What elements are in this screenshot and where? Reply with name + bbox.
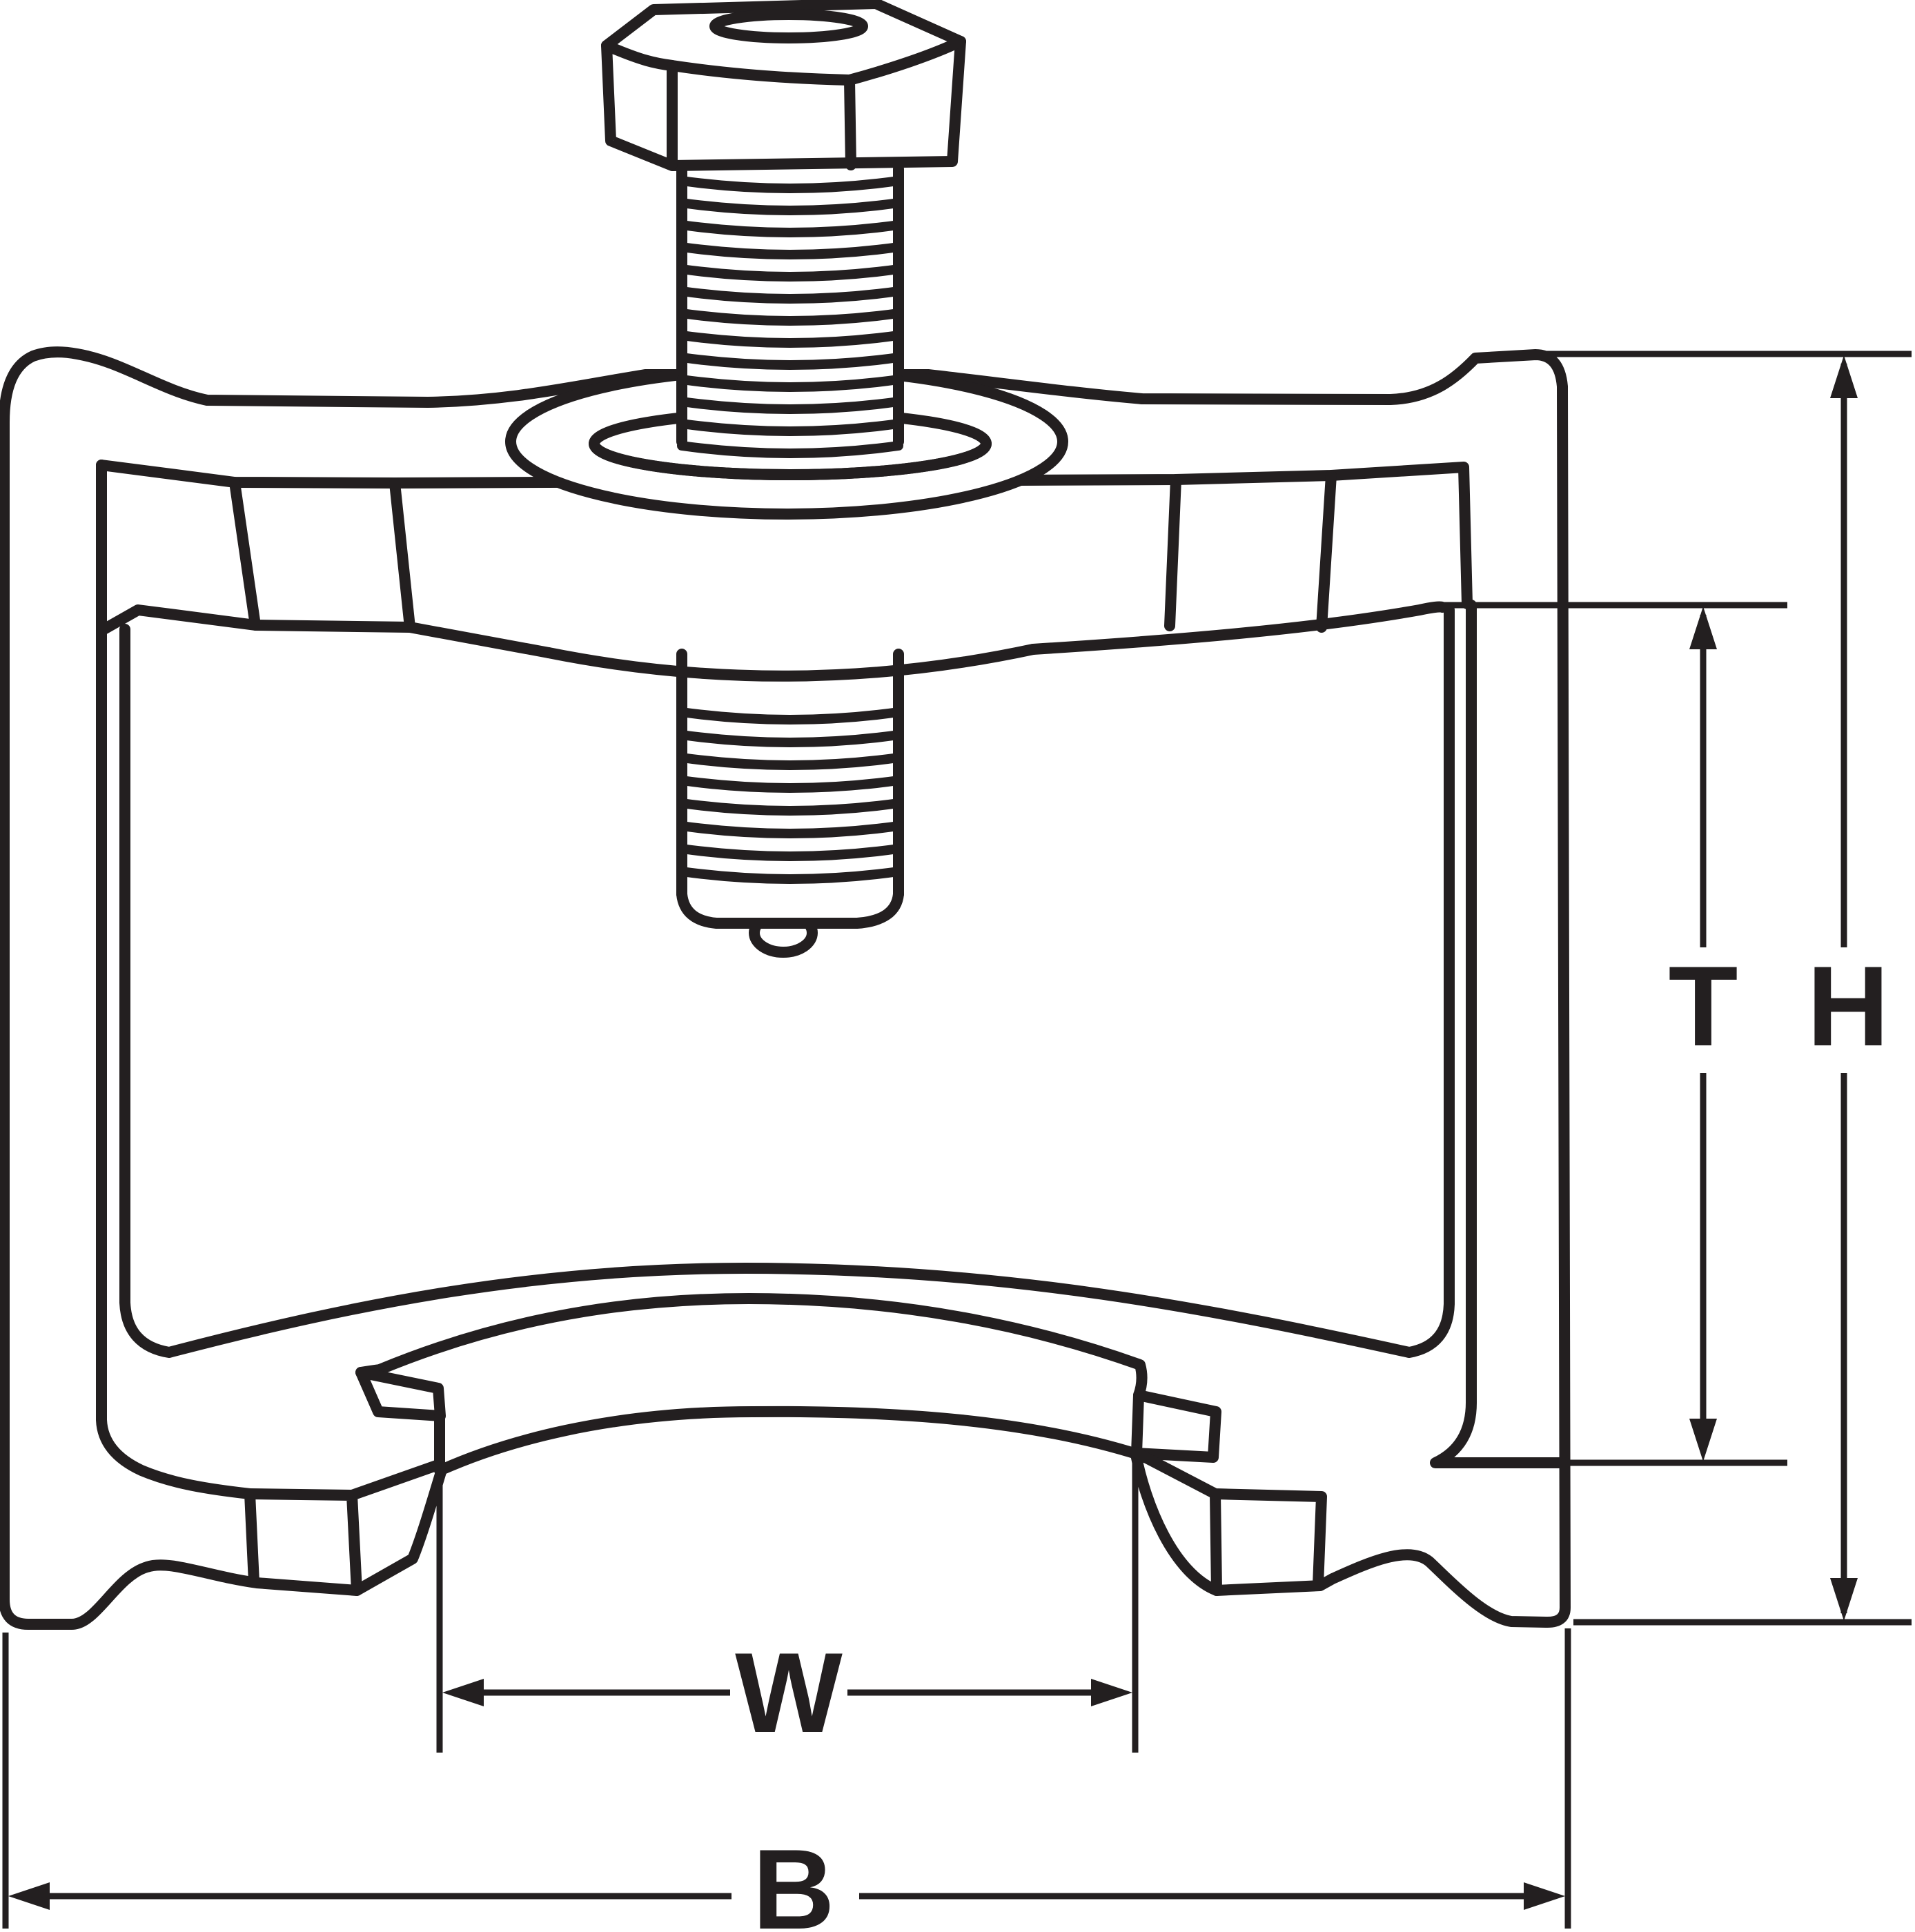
crossbar-bottom-edge-left [96, 604, 554, 658]
spherical-washer [543, 644, 1039, 682]
dimension-inner-height: T [1442, 602, 1787, 1466]
dimension-label-h: H [1807, 943, 1889, 1070]
b-arrowhead-right [1524, 1882, 1565, 1910]
rod-bottom-cap [676, 889, 904, 929]
h-arrowhead-down [1830, 1578, 1858, 1621]
left-jaw-tip-facet [355, 1367, 446, 1421]
frame-outline [0, 346, 1571, 1630]
dimension-jaw-opening: W [436, 1461, 1139, 1756]
crossbar-plate [96, 460, 1473, 658]
dimension-label-t: T [1669, 943, 1738, 1070]
upper-shaft-sides [676, 164, 904, 447]
dimension-label-w: W [735, 1629, 843, 1756]
b-arrowhead-left [8, 1882, 50, 1910]
hex-head-top-face-boundary [601, 36, 966, 86]
yoke-hole-front-rim [589, 438, 992, 480]
dimension-label-b: B [752, 1826, 834, 1932]
w-arrowhead-left [442, 1679, 484, 1706]
inner-cavity [96, 460, 1571, 1499]
t-arrowhead-down [1689, 1419, 1717, 1461]
crossbar-facet-lines [229, 470, 1337, 633]
right-wall-front-edge [1430, 600, 1571, 1468]
rod-threads [677, 707, 903, 884]
t-arrowhead-up [1689, 607, 1717, 649]
hex-head-silhouette [601, 0, 966, 171]
right-pad-faces [1130, 1447, 1327, 1596]
dimension-overall-height: H [1542, 351, 1912, 1626]
arch-back-edge [355, 1293, 1148, 1401]
hex-head-top-hole [709, 9, 868, 43]
puller-frame [0, 346, 1571, 1630]
left-wall-front-edge [96, 460, 255, 1499]
crossbar-bottom-edge-right [1028, 601, 1448, 655]
right-jaw-tip-facet [1131, 1390, 1221, 1463]
w-arrowhead-right [1091, 1679, 1132, 1706]
hex-head-facet-lines [667, 60, 856, 170]
upper-shaft-threads [677, 176, 903, 458]
jaw-hooks [244, 1367, 1327, 1596]
spindle-lower-rod [543, 644, 1039, 958]
rod-sides [676, 649, 904, 900]
h-arrowhead-up [1830, 355, 1858, 398]
spindle-top-assembly [505, 0, 1068, 520]
cavity-boundary-arch-top [119, 604, 1455, 1358]
dimension-overall-width: B [2, 1628, 1571, 1932]
hex-bolt-head [601, 0, 966, 171]
left-pad-faces [244, 1460, 442, 1596]
